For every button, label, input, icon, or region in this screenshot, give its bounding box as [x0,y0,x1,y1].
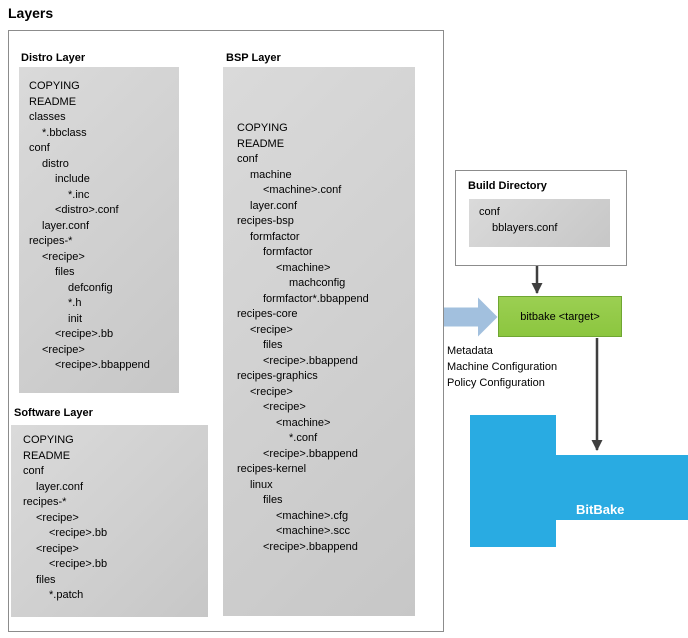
tree-line: README [23,449,71,462]
tree-line: README [29,95,77,108]
diagram-title: Layers [8,5,54,21]
tree-line: <distro>.conf [55,204,119,216]
tree-line: recipes-core [237,308,298,320]
build-directory-tree: conf bblayers.conf [469,199,610,247]
tree-line: conf [29,142,50,154]
tree-line: <recipe> [42,343,85,356]
bitbake-shape [470,415,688,547]
tree-line: layer.conf [42,219,90,232]
tree-line: <machine>.cfg [276,509,349,522]
tree-line: Machine Configuration [447,361,558,373]
tree-line: bblayers.conf [492,221,558,234]
bitbake-target-box: bitbake <target> [498,296,622,337]
tree-line: <machine>.conf [263,184,342,196]
tree-line: machconfig [289,277,346,289]
tree-line: README [237,137,285,150]
tree-line: <recipe>.bb [49,527,108,539]
tree-line: layer.conf [36,480,84,493]
layers-container: Distro Layer COPYING README classes *.bbcla… [8,30,444,632]
tree-line: <recipe> [42,250,85,263]
bitbake-target-label: bitbake <target> [520,310,600,323]
tree-line: *.conf [289,432,318,444]
tree-line: files [263,494,283,506]
tree-line: conf [237,153,258,165]
tree-line: distro [42,157,69,170]
bitbake-label: BitBake [576,502,625,517]
tree-line: <recipe> [263,401,306,413]
build-directory-box: Build Directory conf bblayers.conf [455,170,627,266]
tree-line: <recipe>.bbappend [263,354,358,367]
tree-line: include [55,173,90,185]
tree-line: COPYING [29,80,80,92]
tree-line: <recipe> [250,323,293,336]
tree-line: <recipe> [36,511,79,524]
tree-line: COPYING [23,434,74,446]
tree-line: recipes-* [23,496,67,508]
tree-line: COPYING [237,122,288,134]
distro-layer-tree: COPYING README classes *.bbclass conf distro i… [19,67,179,393]
software-layer-tree: COPYING README conf layer.conf recipes-* <rec… [11,425,208,617]
tree-line: recipes-* [29,235,73,247]
tree-line: init [68,312,83,325]
tree-line: *.h [68,297,82,309]
tree-line: <recipe>.bb [55,328,114,340]
tree-line: recipes-bsp [237,215,294,227]
tree-line: files [36,573,56,586]
tree-line: <machine>.scc [276,525,350,537]
tree-line: <recipe>.bb [49,558,108,570]
tree-line: <recipe>.bbappend [263,540,358,553]
tree-line: conf [479,206,500,218]
tree-line: *.inc [68,188,90,201]
tree-line: files [55,266,75,278]
tree-line: formfactor*.bbappend [263,292,369,305]
tree-line: conf [23,465,44,477]
tree-line: <recipe>.bbappend [55,359,150,371]
tree-line: classes [29,111,66,123]
tree-line: recipes-kernel [237,463,307,475]
tree-line: formfactor [250,230,300,243]
tree-line: recipes-graphics [237,370,318,382]
software-layer-label: Software Layer [14,407,93,419]
build-directory-label: Build Directory [468,180,547,192]
tree-line: <recipe>.bbappend [263,447,358,460]
tree-line: files [263,339,283,351]
tree-line: layer.conf [250,199,298,212]
tree-line: Metadata [447,345,493,357]
tree-line: linux [250,478,273,491]
tree-line: machine [250,168,292,181]
tree-line: <recipe> [36,542,79,555]
distro-layer-label: Distro Layer [21,52,86,64]
tree-line: *.patch [49,589,84,601]
tree-line: Policy Configuration [447,377,545,389]
layers-to-bitbake-arrow [444,297,498,337]
tree-line: defconfig [68,281,113,294]
bsp-layer-tree: COPYING README conf machine <machine>.conf la… [223,67,415,616]
tree-line: <recipe> [250,385,293,398]
tree-line: <machine> [276,261,331,274]
tree-line: *.bbclass [42,126,87,139]
tree-line: <machine> [276,416,331,429]
bsp-layer-label: BSP Layer [226,52,281,64]
tree-line: formfactor [263,246,313,258]
